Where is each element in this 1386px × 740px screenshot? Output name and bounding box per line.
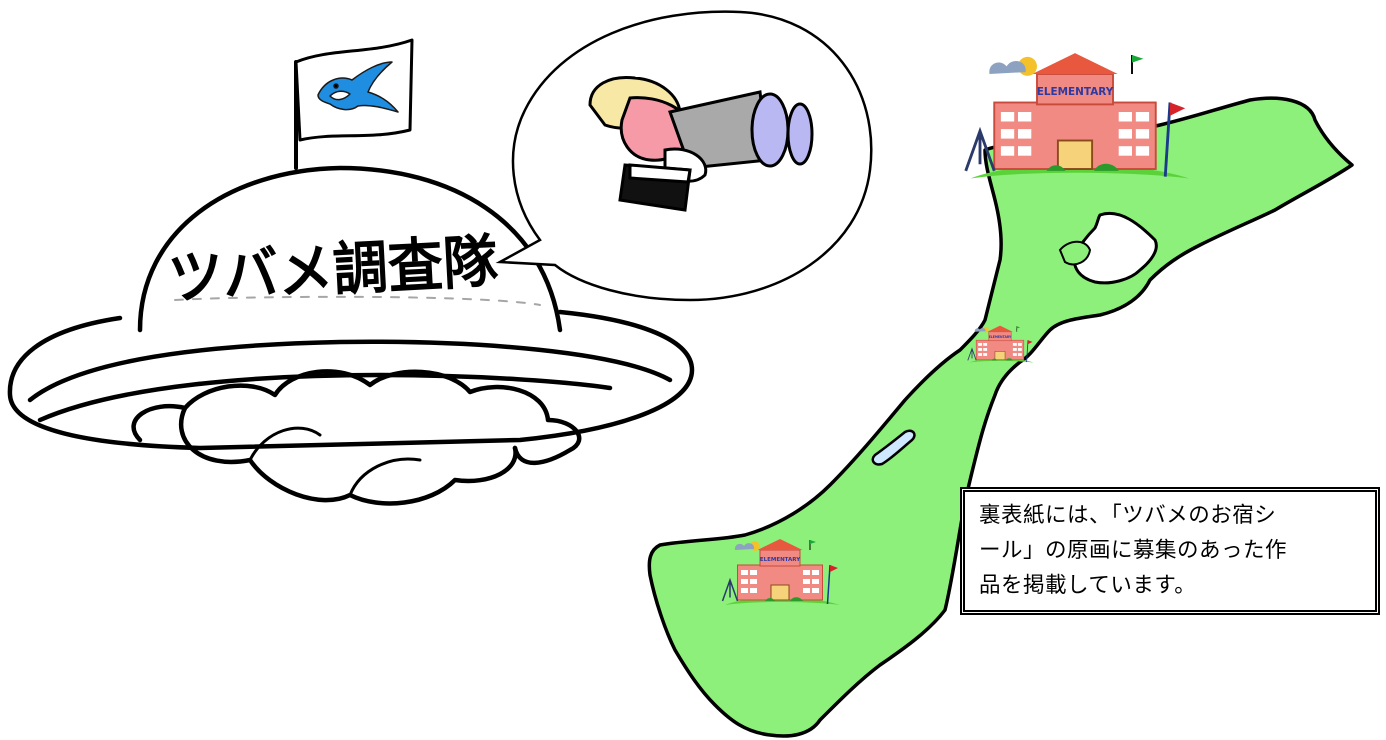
peninsula-map: [647, 96, 1354, 738]
school-icon-south: ELEMENTARY: [721, 538, 841, 606]
school-icon-middle: ELEMENTARY: [967, 325, 1035, 364]
ufo-underside: [131, 369, 582, 466]
school-label: ELEMENTARY: [760, 557, 801, 563]
ufo-rim-middle: [27, 339, 673, 403]
notice-line-2: ール」の原画に募集のあった作: [979, 538, 1288, 563]
map-landmass: [647, 96, 1354, 738]
ufo-rim-inner: [37, 372, 613, 423]
ufo-rim-outer: [7, 309, 695, 451]
map-bay: [1072, 212, 1158, 285]
notice-box: 裏表紙には、「ツバメのお宿シ ール」の原画に募集のあった作 品を掲載しています。: [960, 487, 1380, 615]
speech-bubble: [495, 10, 873, 302]
school-icon-north: ELEMENTARY: [964, 51, 1191, 180]
school-label: ELEMENTARY: [1037, 86, 1114, 98]
swallow-icon: [317, 61, 399, 113]
notice-line-1: 裏表紙には、「ツバメのお宿シ: [979, 503, 1277, 528]
school-label: ELEMENTARY: [989, 335, 1012, 339]
map-lake: [871, 429, 916, 466]
ufo-title: ツバメ調査隊: [166, 227, 499, 312]
notice-line-3: 品を掲載しています。: [979, 573, 1197, 598]
ufo-dome: [137, 165, 563, 333]
telescope-person-icon: [588, 75, 814, 212]
